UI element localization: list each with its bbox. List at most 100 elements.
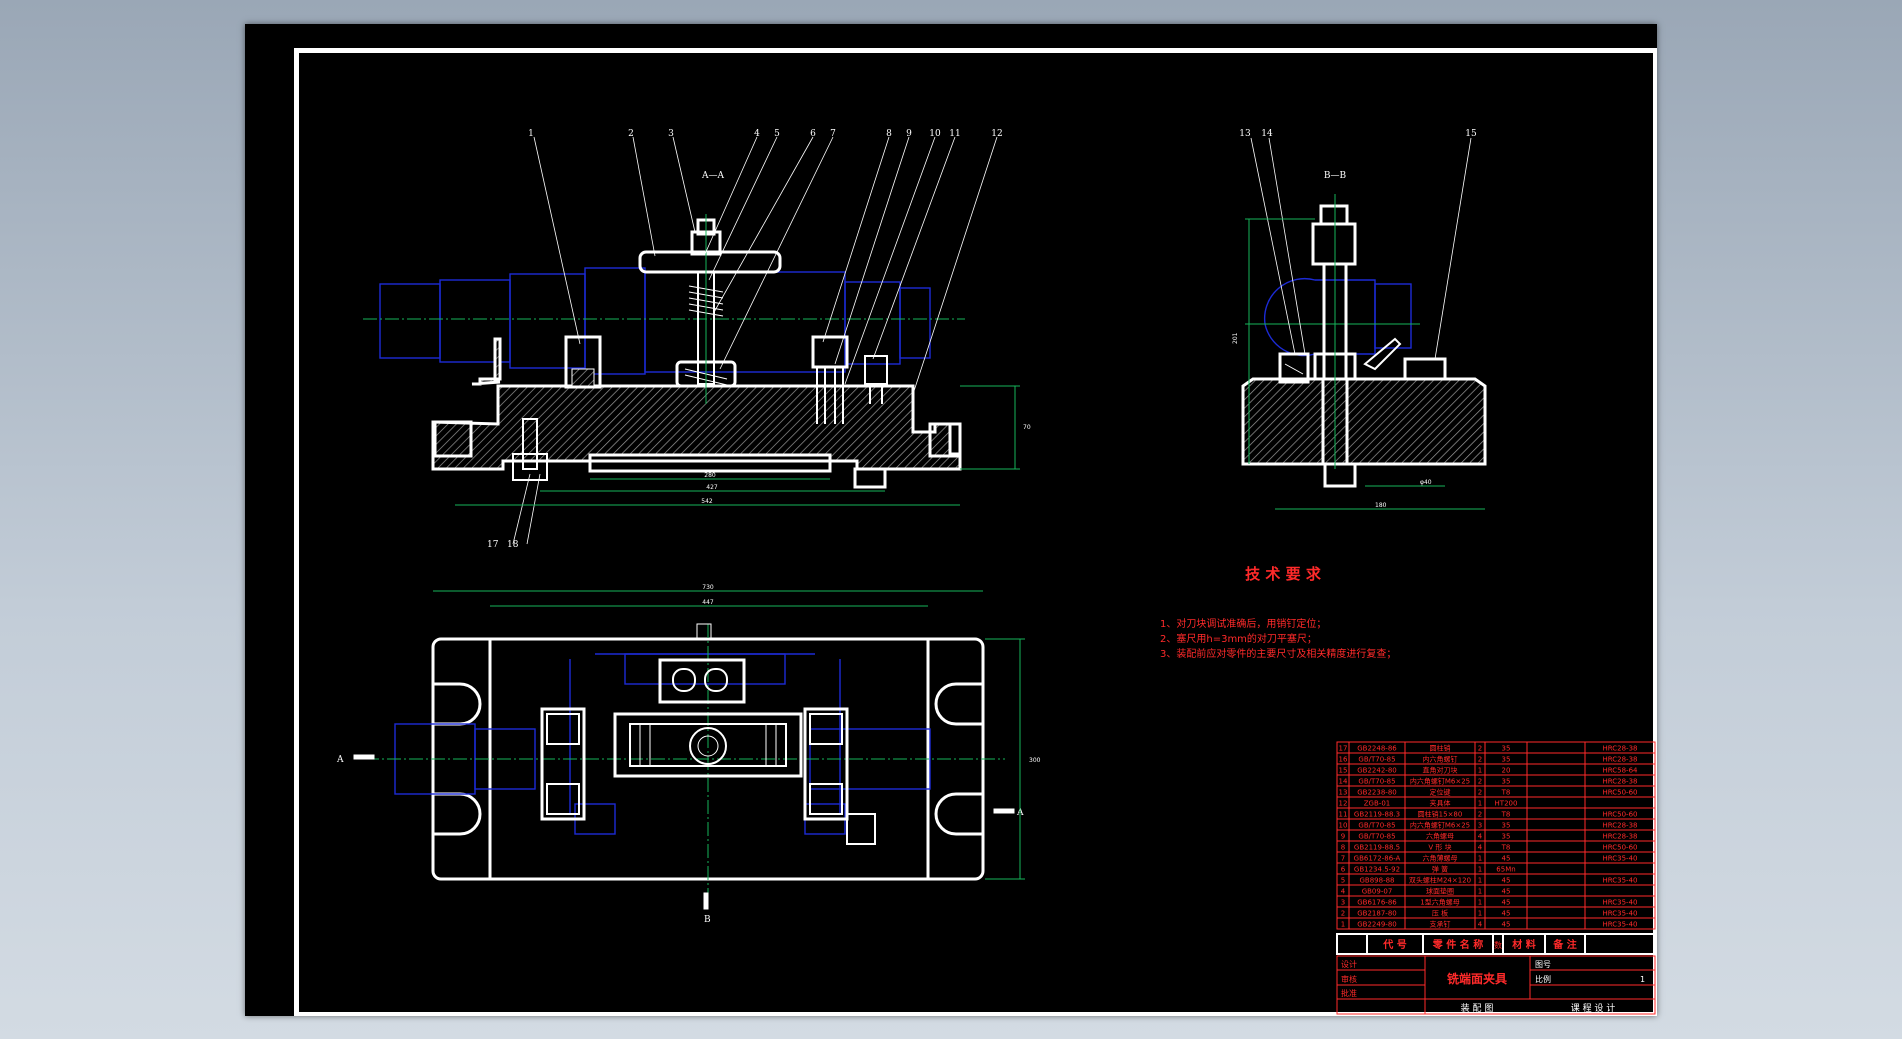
section-bb-label: B—B [1324, 171, 1347, 181]
bom-cell: GB2249-80 [1357, 921, 1396, 929]
bom-cell: GB1234.5-92 [1354, 866, 1400, 874]
dimensions-aa: 280 427 542 70 [455, 385, 1031, 506]
svg-text:7: 7 [830, 129, 836, 139]
bom-cell: 20 [1502, 767, 1511, 775]
bom-cell: HRC35-40 [1602, 910, 1637, 918]
bom-cell: 16 [1339, 756, 1348, 764]
bom-cell: 2 [1478, 789, 1482, 797]
bom-cell: 1型六角螺母 [1420, 898, 1459, 907]
dimensions-bb: 180 201 φ40 [1232, 218, 1485, 510]
dowel-pin [522, 418, 538, 470]
support-pin-left [564, 335, 602, 389]
technical-requirements: 技 术 要 求 1、对刀块调试准确后，用销钉定位； 2、塞尺用h=3mm的对刀平… [1160, 565, 1396, 660]
bom-cell: 1 [1478, 767, 1482, 775]
svg-text:730: 730 [702, 584, 714, 591]
bom-cell: HRC50-60 [1602, 789, 1637, 797]
bom-cell: GB/T70-85 [1358, 778, 1395, 786]
v-block-right [803, 707, 849, 821]
bom-cell: 1 [1478, 910, 1482, 918]
svg-text:零 件 名 称: 零 件 名 称 [1432, 938, 1483, 951]
view-marker-b: B [704, 915, 711, 925]
bom-cell: T8 [1501, 844, 1511, 852]
drawing-name: 铣端面夹具 [1447, 971, 1507, 986]
svg-text:审核: 审核 [1341, 974, 1357, 984]
fixture-body-bb [1241, 377, 1487, 466]
svg-text:材 料: 材 料 [1512, 938, 1535, 951]
clamp-plan [613, 712, 803, 778]
bom-cell: HRC28-38 [1602, 745, 1637, 753]
svg-text:300: 300 [1029, 757, 1041, 764]
svg-text:代 号: 代 号 [1382, 938, 1406, 951]
bom-cell: HRC58-64 [1602, 767, 1638, 775]
bom-cell: 1 [1478, 877, 1482, 885]
bom-cell: 9 [1341, 833, 1345, 841]
bom-cell: 圆柱销15×80 [1418, 810, 1463, 819]
bom-cell: 内六角螺钉M6×25 [1410, 777, 1470, 786]
bom-cell: 3 [1478, 822, 1482, 830]
svg-text:1: 1 [528, 129, 534, 139]
v-block-left [540, 707, 586, 821]
bom-cell: GB2238-80 [1357, 789, 1396, 797]
note-2: 2、塞尺用h=3mm的对刀平塞尺； [1160, 632, 1317, 645]
bom-cell: 4 [1478, 844, 1483, 852]
bom-cell: 3 [1341, 899, 1345, 907]
bom-cell: 内六角螺钉 [1423, 755, 1458, 764]
bom-cell: 2 [1478, 756, 1482, 764]
svg-text:14: 14 [1261, 129, 1273, 139]
bom-cell: 1 [1478, 899, 1482, 907]
svg-text:1: 1 [1640, 975, 1645, 984]
bom-cell: 1 [1478, 800, 1482, 808]
svg-text:15: 15 [1465, 129, 1477, 139]
bom-cell: 11 [1339, 811, 1348, 819]
bom-cell: 2 [1478, 745, 1482, 753]
note-3: 3、装配前应对零件的主要尺寸及相关精度进行复查； [1160, 647, 1396, 660]
bom-cell: 35 [1502, 822, 1511, 830]
svg-text:图号: 图号 [1535, 960, 1551, 969]
bom-cell: HRC28-38 [1602, 778, 1637, 786]
svg-text:280: 280 [704, 472, 716, 479]
bom-cell: 1 [1478, 888, 1482, 896]
bom-cell: 直角对刀块 [1423, 766, 1458, 775]
svg-text:4: 4 [754, 129, 760, 139]
u-slot-tl [433, 682, 482, 726]
bom-cell: 35 [1502, 833, 1511, 841]
bom-cell: 圆柱销 [1430, 744, 1451, 753]
svg-text:3: 3 [668, 129, 674, 139]
u-slot-tr [934, 682, 983, 726]
leader-lines-bb: 13 14 15 [1239, 129, 1477, 360]
bom-cell: HRC28-38 [1602, 822, 1637, 830]
dimensions-plan: 730 447 300 [433, 584, 1041, 880]
u-slot-br [934, 792, 983, 836]
bom-cell: 1 [1341, 921, 1345, 929]
bom-cell: 7 [1341, 855, 1345, 863]
bom-cell: 球面垫圈 [1426, 887, 1454, 896]
bom-cell: 6 [1341, 866, 1346, 874]
bom-cell: 65Mn [1496, 866, 1515, 874]
bom-cell: HRC28-38 [1602, 833, 1637, 841]
svg-text:2: 2 [628, 129, 634, 139]
school-label: 课 程 设 计 [1571, 1002, 1616, 1014]
bom-cell: GB/T70-85 [1358, 833, 1395, 841]
bom-cell: HRC35-40 [1602, 899, 1637, 907]
end-block [928, 422, 962, 458]
bom-cell: HRC35-40 [1602, 855, 1637, 863]
u-slot-bl [433, 792, 482, 836]
bom-cell: 35 [1502, 756, 1511, 764]
svg-text:70: 70 [1023, 424, 1031, 431]
svg-text:18: 18 [507, 540, 519, 550]
svg-text:φ40: φ40 [1420, 479, 1432, 486]
bom-cell: V 形 块 [1428, 843, 1451, 852]
bom-cell: 45 [1502, 855, 1511, 863]
assembly-label: 装 配 图 [1461, 1002, 1494, 1014]
bom-cell: 35 [1502, 778, 1511, 786]
bom-cell: T8 [1501, 811, 1511, 819]
title-block: 代 号 零 件 名 称 数 材 料 备 注 设计 审核 批准 铣端面夹具 图号 … [1336, 933, 1656, 1015]
bom-cell: 1 [1478, 866, 1482, 874]
bom-cell: GB2119-88.5 [1354, 844, 1400, 852]
bom-cell: 2 [1478, 778, 1482, 786]
svg-text:10: 10 [929, 129, 941, 139]
leader-numbers-aa: 1 2 3 4 5 6 7 8 9 10 11 12 17 18 [487, 129, 1003, 550]
bom-cell: HRC35-40 [1602, 877, 1637, 885]
nut-plan [689, 727, 727, 765]
locating-pin [864, 355, 888, 385]
